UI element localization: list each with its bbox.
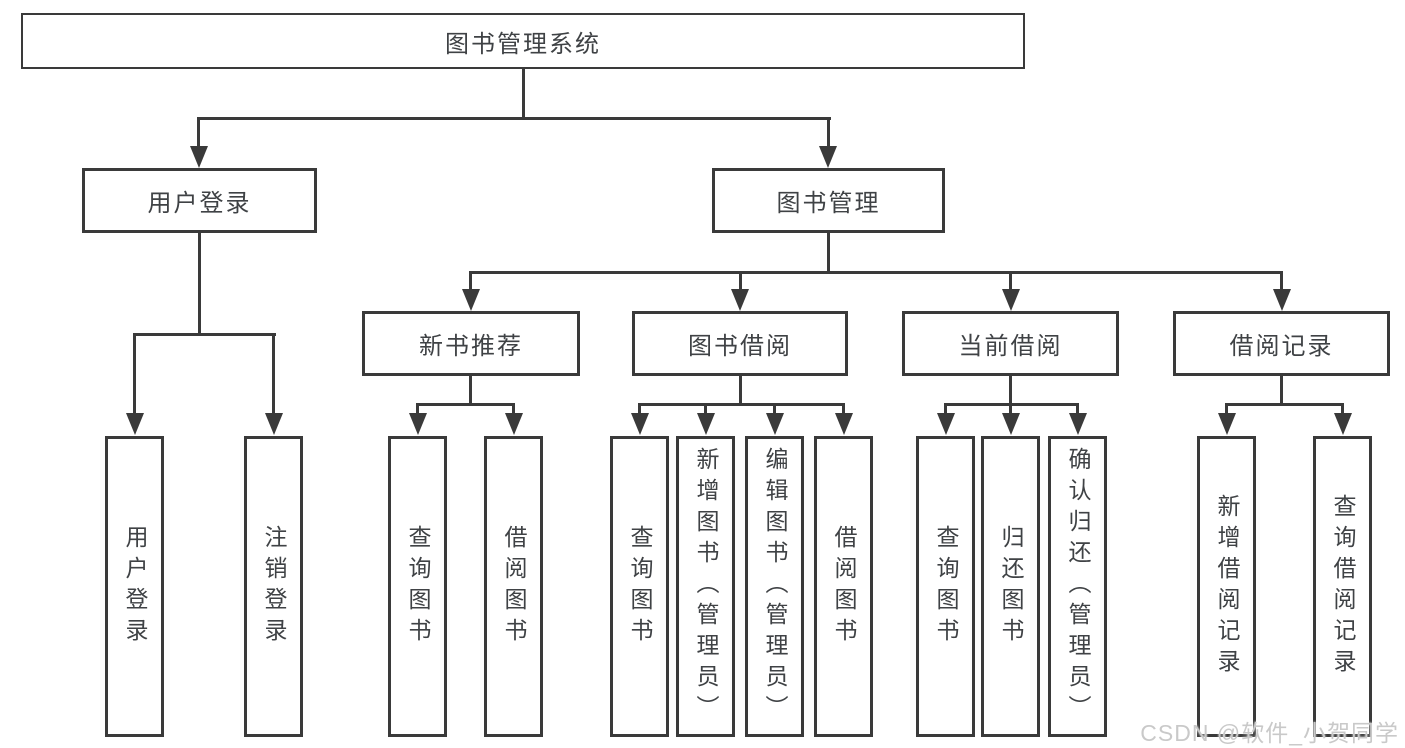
arrowhead-icon xyxy=(190,146,208,168)
connector-line xyxy=(416,403,419,415)
connector-line xyxy=(773,403,776,415)
leaf-label: 查询图书 xyxy=(405,524,431,649)
connector-line xyxy=(1009,376,1012,405)
connector-line xyxy=(197,117,200,149)
connector-line xyxy=(638,403,641,415)
leaf-edit-book-admin: 编辑图书（管理员） xyxy=(745,436,804,737)
arrowhead-icon xyxy=(265,413,283,435)
leaf-label: 新增借阅记录 xyxy=(1214,493,1240,680)
arrowhead-icon xyxy=(126,413,144,435)
arrowhead-icon xyxy=(1218,413,1236,435)
arrowhead-icon xyxy=(766,413,784,435)
leaf-query-books: 查询图书 xyxy=(916,436,975,737)
leaf-query-books: 查询图书 xyxy=(610,436,669,737)
arrowhead-icon xyxy=(1002,413,1020,435)
leaf-label: 新增图书（管理员） xyxy=(693,447,719,726)
arrowhead-icon xyxy=(631,413,649,435)
arrowhead-icon xyxy=(937,413,955,435)
connector-line xyxy=(198,233,201,336)
arrowhead-icon xyxy=(731,289,749,311)
arrowhead-icon xyxy=(1002,289,1020,311)
connector-line xyxy=(1076,403,1079,415)
connector-line xyxy=(842,403,845,415)
leaf-user-login: 用户登录 xyxy=(105,436,164,737)
connector-line xyxy=(469,271,1283,274)
leaf-label: 归还图书 xyxy=(998,524,1024,649)
connector-line xyxy=(416,403,515,406)
connector-line xyxy=(1009,271,1012,291)
leaf-borrow-books: 借阅图书 xyxy=(484,436,543,737)
node-current-borrowing: 当前借阅 xyxy=(902,311,1119,376)
arrowhead-icon xyxy=(409,413,427,435)
watermark: CSDN @软件_小贺同学 xyxy=(1140,720,1399,746)
connector-line xyxy=(704,403,707,415)
arrowhead-icon xyxy=(697,413,715,435)
connector-line xyxy=(638,403,845,406)
connector-line xyxy=(197,117,831,120)
arrowhead-icon xyxy=(835,413,853,435)
connector-line xyxy=(469,271,472,291)
leaf-label: 用户登录 xyxy=(122,524,148,649)
connector-line xyxy=(133,333,136,415)
node-borrowing-records: 借阅记录 xyxy=(1173,311,1390,376)
leaf-add-book-admin: 新增图书（管理员） xyxy=(676,436,735,737)
connector-line xyxy=(739,376,742,405)
connector-line xyxy=(469,376,472,405)
leaf-borrow-books: 借阅图书 xyxy=(814,436,873,737)
leaf-label: 编辑图书（管理员） xyxy=(762,447,788,726)
node-library-system: 图书管理系统 xyxy=(21,13,1025,69)
connector-line xyxy=(1280,271,1283,291)
leaf-label: 查询借阅记录 xyxy=(1330,493,1356,680)
leaf-label: 查询图书 xyxy=(627,524,653,649)
leaf-label: 借阅图书 xyxy=(501,524,527,649)
arrowhead-icon xyxy=(819,146,837,168)
arrowhead-icon xyxy=(505,413,523,435)
connector-line xyxy=(1341,403,1344,415)
connector-line xyxy=(133,333,276,336)
connector-line xyxy=(739,271,742,291)
node-book-borrowing: 图书借阅 xyxy=(632,311,848,376)
node-user-login: 用户登录 xyxy=(82,168,317,233)
arrowhead-icon xyxy=(1273,289,1291,311)
connector-line xyxy=(827,117,830,149)
leaf-query-books: 查询图书 xyxy=(388,436,447,737)
connector-line xyxy=(827,233,830,273)
leaf-query-borrow-record: 查询借阅记录 xyxy=(1313,436,1372,737)
connector-line xyxy=(944,403,947,415)
connector-line xyxy=(272,333,275,415)
arrowhead-icon xyxy=(1334,413,1352,435)
connector-line xyxy=(1225,403,1344,406)
connector-line xyxy=(1009,403,1012,415)
node-book-management: 图书管理 xyxy=(712,168,945,233)
connector-line xyxy=(1280,376,1283,405)
connector-line xyxy=(1225,403,1228,415)
leaf-logout: 注销登录 xyxy=(244,436,303,737)
arrowhead-icon xyxy=(462,289,480,311)
leaf-label: 注销登录 xyxy=(261,524,287,649)
leaf-add-borrow-record: 新增借阅记录 xyxy=(1197,436,1256,737)
connector-line xyxy=(522,69,525,119)
leaf-label: 确认归还（管理员） xyxy=(1065,447,1091,726)
leaf-return-books: 归还图书 xyxy=(981,436,1040,737)
connector-line xyxy=(512,403,515,415)
leaf-label: 借阅图书 xyxy=(831,524,857,649)
leaf-confirm-return-admin: 确认归还（管理员） xyxy=(1048,436,1107,737)
node-new-book-recommend: 新书推荐 xyxy=(362,311,580,376)
arrowhead-icon xyxy=(1069,413,1087,435)
leaf-label: 查询图书 xyxy=(933,524,959,649)
